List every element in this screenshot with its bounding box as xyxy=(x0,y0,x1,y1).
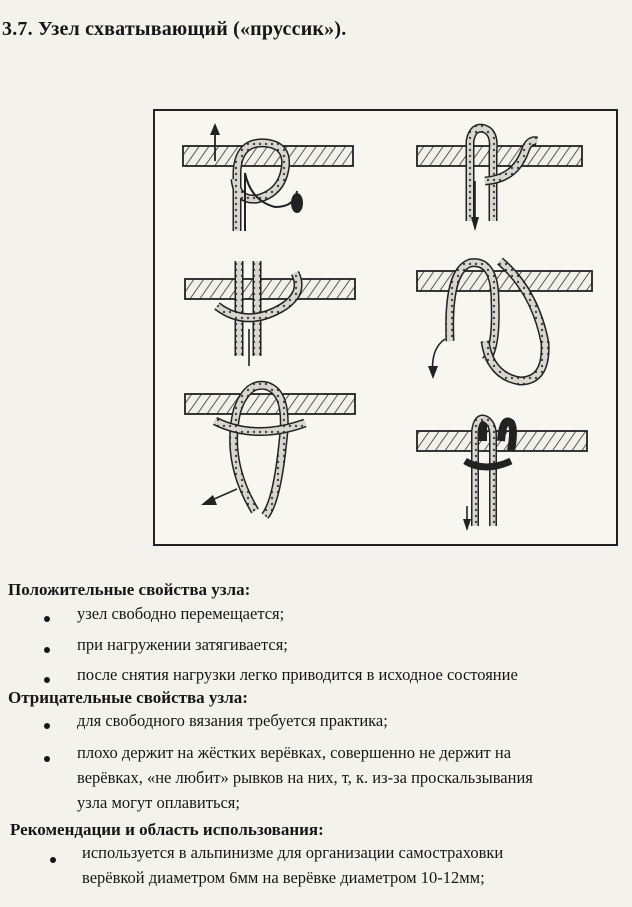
bullet-dot xyxy=(44,616,50,622)
knot-step-5 xyxy=(184,380,356,519)
bullet-item: плохо держит на жёстких верёвках, соверш… xyxy=(77,743,533,812)
bullet-item: узел свободно перемещается; xyxy=(77,604,285,623)
page-title: 3.7. Узел схватывающий («пруссик»). xyxy=(2,18,347,40)
bullet-item: для свободного вязания требуется практик… xyxy=(77,711,388,730)
knot-step-1 xyxy=(182,123,354,231)
knot-step-6 xyxy=(416,414,588,531)
bullet-item: используется в альпинизме для организаци… xyxy=(82,843,504,887)
knot-step-2 xyxy=(416,123,583,231)
bullet-dot xyxy=(44,677,50,683)
bullet-dot xyxy=(44,723,50,729)
knot-diagram xyxy=(182,123,593,531)
bullet-dot xyxy=(44,756,50,762)
bullet-item: после снятия нагрузки легко приводится в… xyxy=(77,665,518,684)
section-heading-recommendations: Рекомендации и область использования: xyxy=(10,820,324,839)
knot-step-3 xyxy=(184,261,356,366)
section-heading-negative: Отрицательные свойства узла: xyxy=(8,688,248,707)
bullet-item: при нагружении затягивается; xyxy=(77,635,288,654)
knot-illustration xyxy=(153,109,618,546)
bullet-dot xyxy=(44,647,50,653)
section-heading-positive: Положительные свойства узла: xyxy=(8,580,251,599)
bullet-dot xyxy=(50,857,56,863)
knot-step-4 xyxy=(416,257,593,386)
